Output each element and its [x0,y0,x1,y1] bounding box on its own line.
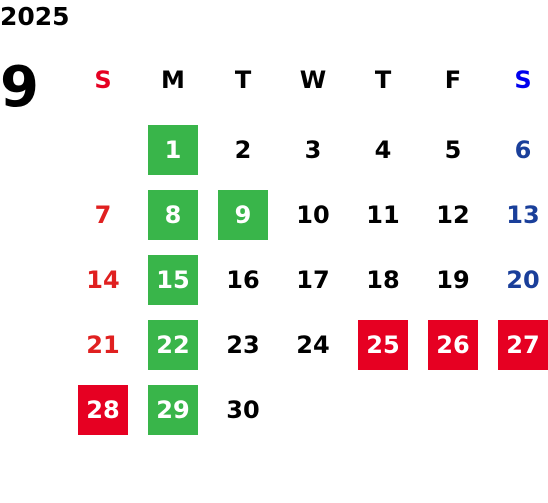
calendar-day[interactable]: 27 [498,320,548,370]
month-number: 9 [0,55,39,120]
calendar-day[interactable]: 29 [148,385,198,435]
calendar-day[interactable]: 3 [304,136,322,164]
weekday-header: S [94,66,112,94]
calendar-day[interactable]: 12 [436,201,470,229]
calendar-day[interactable]: 1 [148,125,198,175]
calendar-day[interactable]: 15 [148,255,198,305]
calendar-day[interactable]: 26 [428,320,478,370]
calendar-day[interactable]: 8 [148,190,198,240]
calendar-day[interactable]: 17 [296,266,330,294]
weekday-header: F [444,66,462,94]
calendar-day[interactable]: 16 [226,266,260,294]
calendar-day[interactable]: 18 [366,266,400,294]
calendar-day[interactable]: 9 [218,190,268,240]
calendar-day[interactable]: 6 [514,136,532,164]
calendar-day[interactable]: 14 [86,266,120,294]
calendar-day[interactable]: 20 [506,266,540,294]
calendar-day[interactable]: 30 [226,396,260,424]
calendar-day[interactable]: 4 [374,136,392,164]
weekday-header: M [161,66,185,94]
calendar-day[interactable]: 13 [506,201,540,229]
calendar-day[interactable]: 5 [444,136,462,164]
year-label: 2025 [0,2,70,31]
weekday-header: T [234,66,252,94]
calendar-day[interactable]: 21 [86,331,120,359]
calendar-day[interactable]: 10 [296,201,330,229]
weekday-header: S [514,66,532,94]
weekday-header: T [374,66,392,94]
calendar-day[interactable]: 7 [94,201,112,229]
calendar-day[interactable]: 11 [366,201,400,229]
calendar-day[interactable]: 25 [358,320,408,370]
calendar-day[interactable]: 2 [234,136,252,164]
calendar-day[interactable]: 19 [436,266,470,294]
calendar-day[interactable]: 22 [148,320,198,370]
calendar-day[interactable]: 24 [296,331,330,359]
calendar-day[interactable]: 23 [226,331,260,359]
calendar-day[interactable]: 28 [78,385,128,435]
weekday-header: W [299,66,327,94]
